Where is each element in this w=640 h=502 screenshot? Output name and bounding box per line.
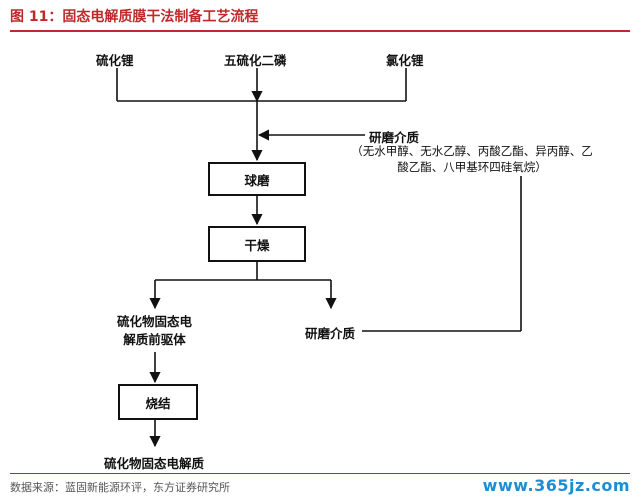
grinding-medium-note: （无水甲醇、无水乙醇、丙酸乙酯、异丙醇、乙 酸乙酯、八甲基环四硅氧烷） <box>336 143 608 175</box>
output-precursor-line2: 解质前驱体 <box>123 332 186 347</box>
input-lithium-sulfide: 硫化锂 <box>96 53 134 68</box>
grinding-medium-note-line1: （无水甲醇、无水乙醇、丙酸乙酯、异丙醇、乙 <box>351 144 593 158</box>
step-sinter-label: 烧结 <box>145 395 171 411</box>
output-recovered-medium: 研磨介质 <box>305 326 356 341</box>
input-lithium-chloride: 氯化锂 <box>386 53 424 68</box>
output-precursor-line1: 硫化物固态电 <box>117 314 193 329</box>
watermark: www.365jz.com <box>482 476 630 495</box>
step-dry-label: 干燥 <box>244 237 270 253</box>
step-sinter: 烧结 <box>118 384 198 420</box>
grinding-medium-note-line2: 酸乙酯、八甲基环四硅氧烷） <box>397 160 547 174</box>
output-final-electrolyte: 硫化物固态电解质 <box>104 456 205 471</box>
grinding-medium-label: 研磨介质 <box>369 130 420 145</box>
input-phosphorus-pentasulfide: 五硫化二磷 <box>224 53 287 68</box>
source-note: 数据来源：蓝固新能源环评，东方证券研究所 <box>10 481 230 494</box>
title-rule <box>10 30 630 32</box>
figure-title: 图 11：固态电解质膜干法制备工艺流程 <box>10 9 259 25</box>
step-ball-mill: 球磨 <box>208 162 306 196</box>
output-precursor: 硫化物固态电 解质前驱体 <box>117 313 192 349</box>
step-ball-mill-label: 球磨 <box>244 172 270 188</box>
step-dry: 干燥 <box>208 226 306 262</box>
footer-rule <box>10 473 630 474</box>
